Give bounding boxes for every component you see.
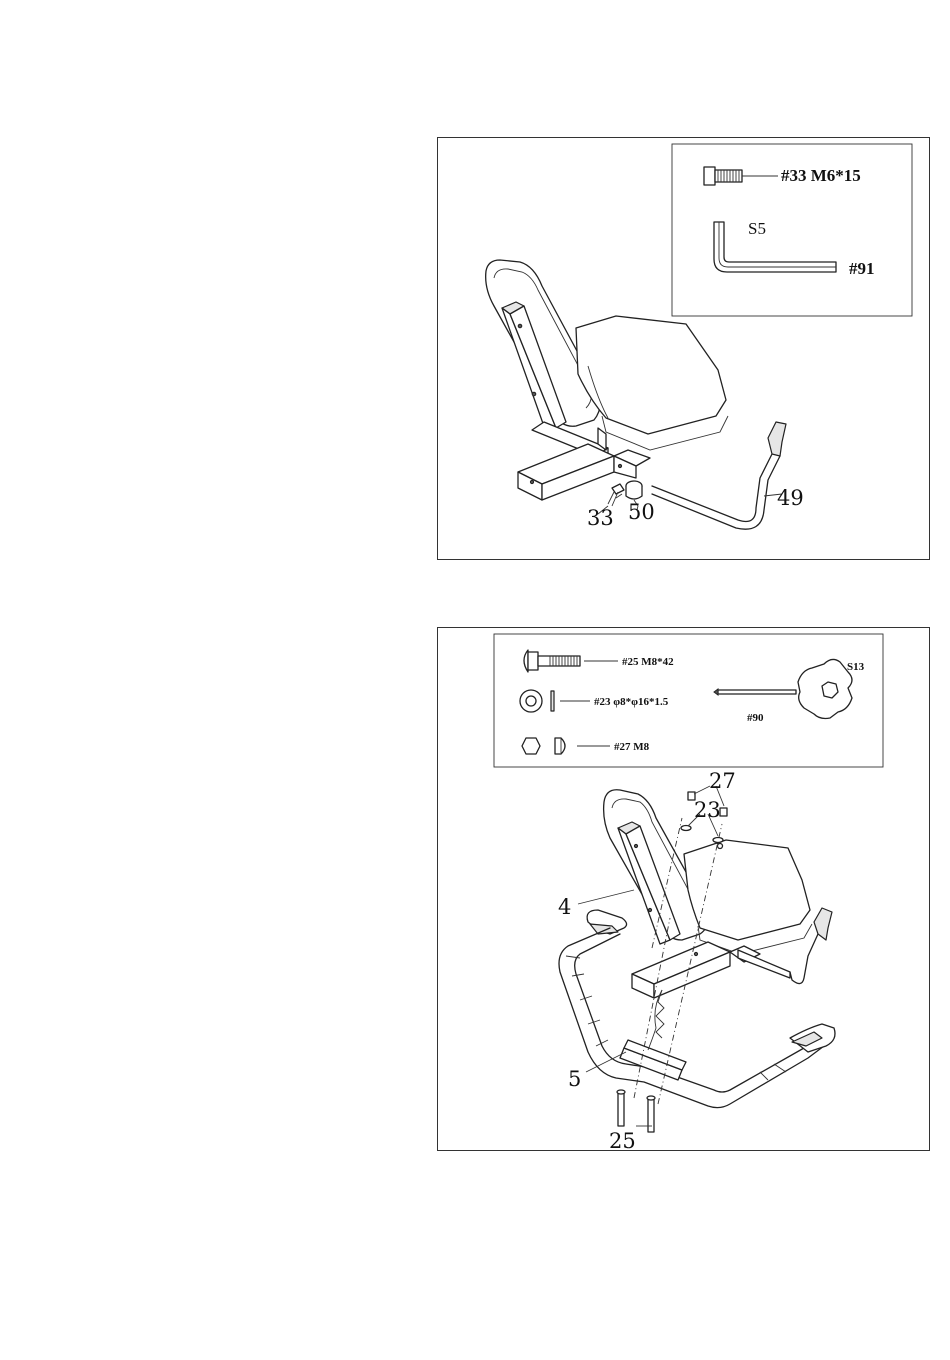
seat-cushion: [684, 840, 812, 954]
bolt-33: [608, 484, 624, 506]
assembly-step-seat-handle: #33 M6*15 S5 #91 33 50 49: [437, 137, 930, 560]
washer-23-icon: [520, 690, 590, 712]
bolt-33-spec-label: #33 M6*15: [781, 166, 861, 185]
wrench-91-label: #91: [849, 259, 875, 278]
seat-handle-illustration: #33 M6*15 S5 #91 33 50 49: [438, 138, 931, 561]
callout-4: 4: [558, 895, 571, 919]
handle-49: [652, 422, 786, 529]
wrench-90-label: #90: [747, 712, 764, 724]
allen-wrench-91-icon: [714, 222, 836, 272]
wrench-90-icon: [714, 659, 852, 718]
bushing-50: [626, 481, 642, 499]
callout-49: 49: [777, 486, 804, 510]
washer-23-spec-label: #23 φ8*φ16*1.5: [594, 696, 669, 708]
callout-50: 50: [628, 500, 655, 524]
callout-33: 33: [587, 506, 614, 530]
callout-25: 25: [609, 1129, 636, 1153]
callout-27: 27: [709, 769, 736, 793]
handlebar-5: [559, 910, 835, 1108]
callout-23: 23: [694, 798, 721, 822]
handlebar-illustration: #25 M8*42 #23 φ8*φ16*1.5 #27 M8 S13 #90 …: [438, 628, 931, 1152]
wrench-size-label: S13: [847, 661, 865, 673]
wrench-size-label: S5: [748, 219, 766, 238]
bolt-25-icon: [524, 650, 618, 672]
bolt-25-spec-label: #25 M8*42: [622, 656, 674, 668]
nut-27-icon: [522, 738, 610, 754]
callout-5: 5: [568, 1067, 581, 1091]
bolt-33-icon: [704, 167, 778, 185]
assembly-step-handlebar: #25 M8*42 #23 φ8*φ16*1.5 #27 M8 S13 #90 …: [437, 627, 930, 1151]
nut-27-spec-label: #27 M8: [614, 741, 650, 753]
